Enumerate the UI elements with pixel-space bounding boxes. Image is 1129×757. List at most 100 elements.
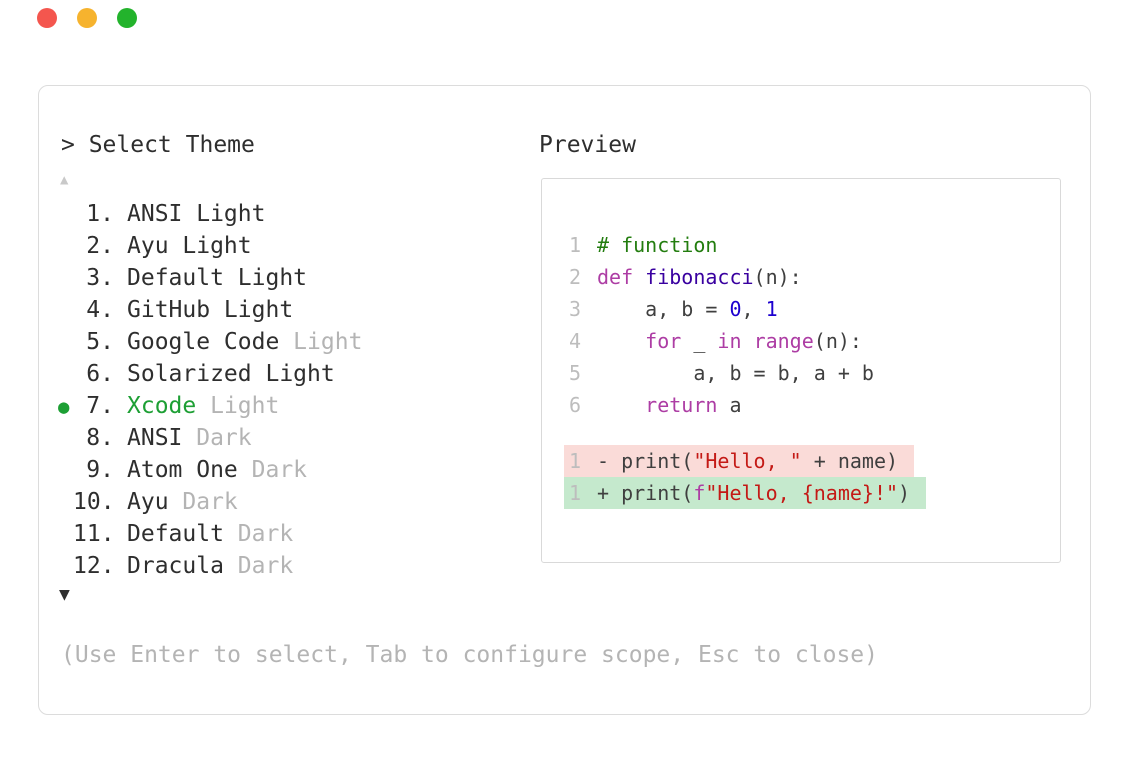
diff-line-added: 1 + print(f"Hello, {name}!"): [564, 477, 927, 509]
code-segment-comment: # function: [597, 233, 718, 257]
code-segment-string: "Hello, ": [693, 449, 802, 473]
theme-item[interactable]: 11. Default Dark: [58, 518, 362, 550]
line-number: 6: [569, 393, 582, 417]
line-number: 5: [569, 361, 582, 385]
theme-name: Google Code: [127, 329, 280, 355]
code-segment-plain: a: [717, 393, 742, 417]
theme-number: 12.: [73, 553, 115, 579]
theme-number: 1.: [86, 201, 114, 227]
theme-item[interactable]: 5. Google Code Light: [58, 326, 362, 358]
theme-name: Ayu Light: [127, 233, 252, 259]
theme-name: Solarized Light: [127, 361, 335, 387]
line-number: 2: [569, 265, 582, 289]
theme-name: ANSI Light: [127, 201, 266, 227]
theme-name: Xcode: [127, 393, 197, 419]
theme-number: 10.: [73, 489, 115, 515]
theme-variant-label: Light: [279, 329, 363, 355]
theme-item[interactable]: 1. ANSI Light: [58, 198, 362, 230]
theme-name: Atom One: [127, 457, 238, 483]
code-segment-plain: ,: [741, 297, 766, 321]
code-segment-keyword: def: [597, 265, 646, 289]
code-segment-keyword: for: [645, 329, 682, 353]
code-line: 6 return a: [564, 389, 1060, 421]
theme-number: 6.: [86, 361, 114, 387]
diff-block: 1 - print("Hello, " + name) 1 + print(f"Hel…: [564, 445, 1060, 509]
minimize-button[interactable]: [77, 8, 97, 28]
code-segment-plain: _: [681, 329, 718, 353]
code-segment-plain: (n):: [753, 265, 802, 289]
hint-text: (Use Enter to select, Tab to configure s…: [61, 642, 878, 668]
theme-item[interactable]: 2. Ayu Light: [58, 230, 362, 262]
theme-item[interactable]: 3. Default Light: [58, 262, 362, 294]
scroll-down-icon[interactable]: ▼: [59, 584, 70, 605]
theme-variant-label: Light: [196, 393, 280, 419]
theme-item[interactable]: 12. Dracula Dark: [58, 550, 362, 582]
theme-name: Default: [127, 521, 224, 547]
code-line: 2 def fibonacci(n):: [564, 261, 1060, 293]
code-line: 5 a, b = b, a + b: [564, 357, 1060, 389]
theme-list: 1. ANSI Light 2. Ayu Light 3. Default Light 4.…: [58, 198, 362, 582]
theme-number: 8.: [86, 425, 114, 451]
code-segment-keyword: range: [753, 329, 814, 353]
code-segment-plain: (n):: [813, 329, 862, 353]
theme-item[interactable]: 9. Atom One Dark: [58, 454, 362, 486]
code-segment-function: fibonacci: [645, 265, 754, 289]
preview-title: Preview: [539, 132, 636, 158]
line-number: 1: [569, 481, 582, 505]
theme-number: 2.: [86, 233, 114, 259]
theme-name: Default Light: [127, 265, 308, 291]
theme-number: 5.: [86, 329, 114, 355]
code-segment-plain: ): [898, 481, 911, 505]
theme-number: 11.: [73, 521, 115, 547]
theme-item[interactable]: 4. GitHub Light: [58, 294, 362, 326]
code-segment-plain: [597, 393, 645, 417]
line-number: 1: [569, 233, 582, 257]
code-segment-number: 1: [765, 297, 778, 321]
theme-number: 9.: [86, 457, 114, 483]
theme-picker-panel: > Select Theme ▲ 1. ANSI Light 2. Ayu Light…: [38, 85, 1091, 715]
theme-number: 3.: [86, 265, 114, 291]
diff-line-removed: 1 - print("Hello, " + name): [564, 445, 915, 477]
close-button[interactable]: [37, 8, 57, 28]
theme-name: Dracula: [127, 553, 224, 579]
code-segment-keyword: in: [717, 329, 742, 353]
theme-number: 4.: [86, 297, 114, 323]
code-segment-plain: - print(: [597, 449, 694, 473]
theme-item[interactable]: ● 7. Xcode Light: [58, 390, 362, 422]
code-segment-string: "Hello, {name}!": [705, 481, 899, 505]
code-segment-keyword: return: [645, 393, 718, 417]
code-segment-plain: [597, 329, 645, 353]
code-segment-number: 0: [729, 297, 742, 321]
theme-variant-label: Dark: [223, 553, 294, 579]
theme-variant-label: Dark: [223, 521, 294, 547]
theme-item[interactable]: 6. Solarized Light: [58, 358, 362, 390]
theme-name: GitHub Light: [127, 297, 294, 323]
window-controls: [37, 8, 137, 28]
code-segment-plain: [742, 329, 754, 353]
theme-item[interactable]: 10. Ayu Dark: [58, 486, 362, 518]
theme-number: 7.: [86, 393, 114, 419]
theme-variant-label: Dark: [237, 457, 308, 483]
line-number: 1: [569, 449, 582, 473]
theme-name: ANSI: [127, 425, 183, 451]
theme-name: Ayu: [127, 489, 169, 515]
line-number: 4: [569, 329, 582, 353]
theme-variant-label: Dark: [182, 425, 252, 451]
theme-variant-label: Dark: [168, 489, 238, 515]
code-line: 3 a, b = 0, 1: [564, 293, 1060, 325]
code-line: 4 for _ in range(n):: [564, 325, 1060, 357]
code-line: 1 # function: [564, 229, 1060, 261]
selected-bullet-icon: ●: [58, 396, 70, 418]
line-number: 3: [569, 297, 582, 321]
palette-title: > Select Theme: [61, 132, 255, 158]
code-segment-plain: + print(: [597, 481, 694, 505]
code-segment-plain: a, b =: [597, 297, 730, 321]
scroll-up-icon[interactable]: ▲: [60, 172, 69, 188]
zoom-button[interactable]: [117, 8, 137, 28]
code-segment-plain: + name): [801, 449, 899, 473]
code-segment-keyword: f: [693, 481, 706, 505]
theme-item[interactable]: 8. ANSI Dark: [58, 422, 362, 454]
